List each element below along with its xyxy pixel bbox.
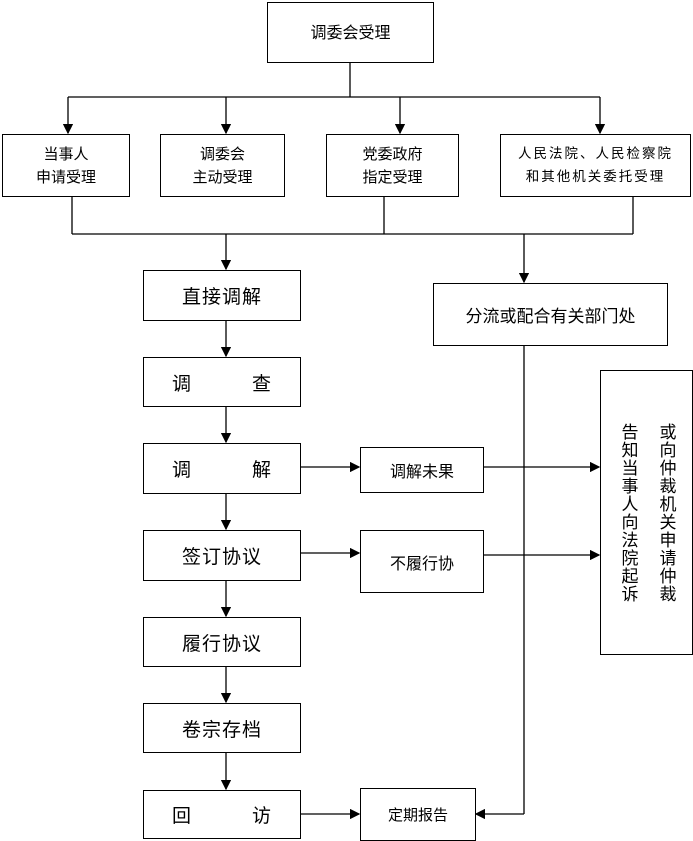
- outcome-col-left: 告知当事人向法院起诉: [617, 422, 638, 603]
- box-label: 卷宗存档: [181, 718, 262, 741]
- box-label-a: 回: [172, 805, 193, 827]
- box-committee-accept: 调委会受理: [267, 2, 434, 63]
- line2: 申请受理: [35, 167, 96, 186]
- box-label: 定期报告: [387, 806, 448, 824]
- box-label-b: 解: [251, 459, 272, 481]
- box-not-perform: 不履行协: [360, 530, 484, 593]
- box-label: 调解未果: [389, 462, 454, 481]
- box-archive: 卷宗存档: [143, 703, 301, 753]
- box-periodic-report: 定期报告: [360, 788, 476, 841]
- line2: 主动受理: [192, 167, 253, 186]
- box-divert: 分流或配合有关部门处: [433, 283, 668, 346]
- box-label-a: 调: [172, 372, 193, 395]
- box-label-a: 调: [172, 459, 193, 481]
- box-source-court: 人民法院、人民检察院和其他机关委托受理: [500, 134, 691, 197]
- line2: 和其他机关委托受理: [525, 168, 666, 185]
- box-label: 签订协议: [181, 546, 262, 568]
- line1: 党委政府: [362, 144, 423, 163]
- box-perform-agreement: 履行协议: [143, 617, 301, 667]
- box-label: 分流或配合有关部门处: [465, 307, 636, 327]
- box-source-government: 党委政府指定受理: [326, 134, 459, 197]
- box-mediate: 调解: [143, 443, 301, 494]
- box-source-committee: 调委会主动受理: [160, 134, 285, 197]
- box-label: 履行协议: [181, 632, 262, 655]
- box-direct-mediation: 直接调解: [143, 270, 301, 321]
- box-return-visit: 回访: [143, 790, 301, 839]
- box-label-b: 访: [251, 805, 272, 827]
- line1: 人民法院、人民检察院: [518, 145, 673, 162]
- line2: 指定受理: [362, 167, 423, 186]
- box-label: 直接调解: [181, 286, 262, 308]
- box-label-b: 查: [251, 372, 272, 395]
- box-outcome: 告知当事人向法院起诉或向仲裁机关申请仲裁: [600, 370, 693, 655]
- box-source-party: 当事人申请受理: [2, 134, 130, 197]
- outcome-col-right: 或向仲裁机关申请仲裁: [655, 422, 676, 603]
- line1: 调委会: [199, 144, 245, 163]
- line1: 当事人: [43, 144, 89, 163]
- box-sign-agreement: 签订协议: [143, 530, 301, 581]
- box-mediation-failed: 调解未果: [360, 447, 484, 493]
- box-label: 不履行协: [389, 553, 454, 573]
- box-investigate: 调查: [143, 357, 301, 407]
- box-label: 调委会受理: [310, 23, 391, 42]
